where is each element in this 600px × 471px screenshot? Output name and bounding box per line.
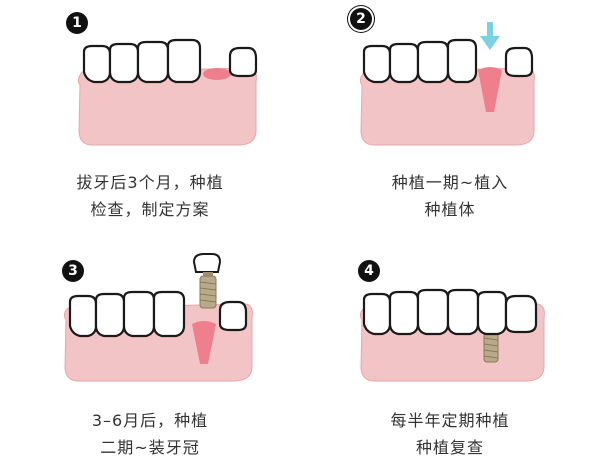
implant-socket (478, 67, 502, 112)
step-caption-line-1: 3–6月后，种植 (91, 411, 209, 430)
step-1-illustration (77, 38, 258, 146)
crown-icon (192, 253, 222, 273)
implant-screw-icon (199, 272, 217, 309)
step-number-badge: 1 (66, 12, 88, 34)
tooth (504, 46, 534, 78)
implant-crown (476, 290, 508, 336)
extraction-socket (203, 68, 231, 80)
tooth (446, 288, 480, 336)
step-caption-line-1: 拔牙后3个月，种植 (76, 173, 224, 192)
step-number-badge: 2 (350, 8, 372, 30)
tooth (136, 40, 170, 84)
tooth (94, 292, 126, 338)
tooth (416, 40, 450, 84)
gum (77, 67, 257, 146)
tooth (388, 42, 420, 84)
step-number-badge: 4 (358, 260, 380, 282)
tooth (122, 290, 156, 338)
tooth (362, 292, 392, 336)
step-2-panel: 2 种植一期~植入 种植体 (300, 0, 600, 235)
tooth (152, 290, 186, 338)
tooth (416, 288, 450, 336)
step-3-illustration (63, 253, 253, 382)
step-number-badge: 3 (62, 260, 84, 282)
tooth (446, 38, 478, 84)
step-2-illustration (359, 22, 535, 146)
step-4-illustration (359, 288, 545, 382)
tooth (504, 294, 538, 334)
tooth (108, 42, 140, 84)
step-3-panel: 3 3–6月后，种植 二期~装牙冠 (0, 236, 300, 471)
tooth (166, 38, 202, 84)
down-arrow-icon (480, 22, 500, 50)
implant-screw-icon (483, 331, 499, 363)
step-caption-line-1: 种植一期~植入 (391, 173, 509, 192)
tooth (68, 294, 98, 338)
step-caption-line-2: 二期~装牙冠 (100, 438, 200, 457)
tooth (362, 44, 392, 84)
step-caption-line-2: 种植体 (424, 200, 476, 219)
implant-socket (192, 321, 216, 364)
step-caption-line-2: 检查，制定方案 (90, 200, 210, 219)
tooth (82, 44, 112, 84)
tooth (388, 290, 420, 336)
step-caption-line-1: 每半年定期种植 (390, 411, 510, 430)
tooth (228, 46, 258, 78)
step-caption-line-2: 种植复查 (415, 438, 484, 457)
step-1-panel: 1 拔牙后3个月，种植 检查，制定方案 (0, 0, 300, 235)
step-4-panel: 4 每半年定期种植 种植复查 (300, 236, 600, 471)
tooth (218, 300, 248, 332)
